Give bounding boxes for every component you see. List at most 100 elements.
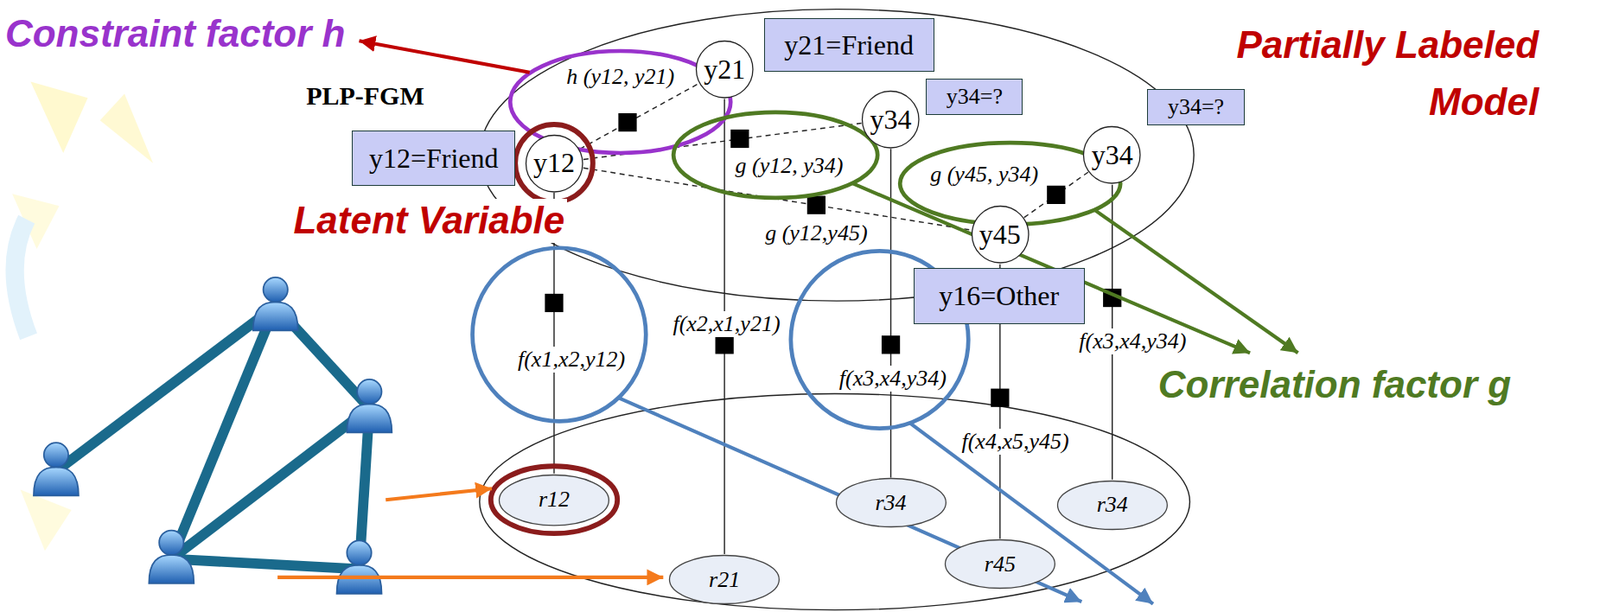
ellipse-outline-path xyxy=(669,555,780,605)
factor-square xyxy=(881,335,900,354)
node-text: y34 xyxy=(1091,139,1134,172)
decor-ray xyxy=(30,81,88,153)
factor-layer-outline xyxy=(479,9,1194,301)
node-text: r34 xyxy=(874,490,906,517)
factor-label: f(x1,x2,y12) xyxy=(515,346,628,373)
node-text-block: r45 xyxy=(984,551,1016,578)
factor-square xyxy=(730,129,749,148)
latent-highlight xyxy=(490,465,618,534)
factor-label: g (y12, y34) xyxy=(733,152,847,179)
factor-square xyxy=(544,293,563,313)
node-text-block: r12 xyxy=(538,486,570,513)
decor-ray xyxy=(20,489,72,551)
mapping-arrow xyxy=(385,488,492,500)
node-text-block: r34 xyxy=(874,490,906,517)
variable-circle: y34 xyxy=(860,89,920,149)
node-text-block: r34 xyxy=(1096,491,1129,518)
node-text: r34 xyxy=(1096,491,1129,518)
node-text-block: y16=Other xyxy=(938,280,1059,313)
person-head xyxy=(159,530,184,555)
factor-label: f(x3,x4,y34) xyxy=(836,365,950,392)
person-head xyxy=(44,442,69,467)
circle-outline-path xyxy=(525,134,582,192)
label-box: y16=Other xyxy=(913,267,1085,325)
factor-square xyxy=(807,196,826,215)
person-body xyxy=(346,403,392,433)
factor-square xyxy=(715,335,734,354)
attribute-ellipse: r21 xyxy=(668,554,781,606)
attribute-ellipse: r45 xyxy=(943,538,1057,590)
person-body xyxy=(33,466,79,496)
circle-outline-path xyxy=(1083,127,1141,184)
node-text-block: y45 xyxy=(979,218,1021,251)
ellipse-outline-path xyxy=(835,478,946,528)
node-text-block: y21 xyxy=(703,53,746,86)
attribute-ellipse: r34 xyxy=(835,477,948,529)
node-text: y34=? xyxy=(1167,94,1224,121)
person-body xyxy=(337,565,383,594)
correlation-highlight xyxy=(673,112,878,198)
node-text-block: y21=Friend xyxy=(784,29,914,62)
factor-label: f(x3,x4,y34) xyxy=(1076,328,1189,355)
node-text: y12 xyxy=(533,146,575,179)
variable-circle: y21 xyxy=(694,39,754,99)
node-text-block: r21 xyxy=(708,567,740,593)
node-text-block: y34=? xyxy=(1167,94,1224,121)
variable-circle: y45 xyxy=(970,204,1030,264)
attribute-ellipse: r34 xyxy=(1056,479,1169,531)
variable-circle: y12 xyxy=(524,133,584,193)
decor-arc xyxy=(14,219,29,338)
node-text-block: y12=Friend xyxy=(369,142,499,175)
attribute-factor-highlight xyxy=(472,248,647,422)
network-link xyxy=(171,407,370,560)
ellipse-outline-path xyxy=(944,540,1055,589)
callout-title: Partially Labeled Model xyxy=(1175,16,1539,131)
attribute-ellipse: r12 xyxy=(497,473,611,527)
node-text-block: y12 xyxy=(533,146,575,179)
circle-outline-path xyxy=(862,90,919,147)
callout-arrow xyxy=(853,183,1250,353)
ellipse-outline-path xyxy=(499,474,610,525)
ellipse-outline-path xyxy=(1057,480,1167,530)
person-head xyxy=(346,540,371,565)
node-text: y12=Friend xyxy=(369,142,499,175)
node-text: y34 xyxy=(870,103,912,136)
node-text-block: y34=? xyxy=(946,83,1003,110)
node-text: y45 xyxy=(979,218,1021,251)
node-text: y21 xyxy=(703,53,746,86)
node-text-block: y34 xyxy=(870,103,912,136)
factor-square xyxy=(990,388,1009,408)
callout-title: Latent Variable xyxy=(290,198,568,243)
node-text: r45 xyxy=(984,551,1016,578)
mapping-arrow xyxy=(277,575,663,580)
person-body xyxy=(148,554,194,584)
person-head xyxy=(263,277,288,302)
factor-label: f(x4,x5,y45) xyxy=(958,428,1071,455)
model-name: PLP-FGM xyxy=(305,81,425,112)
person-head xyxy=(356,379,382,404)
factor-label: g (y12,y45) xyxy=(762,220,870,247)
node-text: r12 xyxy=(538,486,570,513)
factor-label: h (y12, y21) xyxy=(563,63,677,90)
node-text: r21 xyxy=(708,567,740,593)
callout-title: Constraint factor h xyxy=(5,12,346,57)
node-text: y34=? xyxy=(946,83,1003,110)
label-box: y34=? xyxy=(925,78,1023,115)
label-box: y34=? xyxy=(1147,89,1244,126)
callout-arrow xyxy=(910,423,1154,605)
label-box: y12=Friend xyxy=(351,130,516,186)
factor-label: f(x2,x1,y21) xyxy=(669,311,783,338)
factor-square xyxy=(1046,185,1065,204)
circle-outline-path xyxy=(971,206,1028,263)
factor-label: g (y45, y34) xyxy=(927,161,1041,188)
callout-title: Correlation factor g xyxy=(1158,363,1511,408)
factor-square xyxy=(618,113,637,132)
network-link xyxy=(171,559,359,570)
node-text: y16=Other xyxy=(938,280,1059,313)
node-text-block: y34 xyxy=(1091,139,1134,172)
